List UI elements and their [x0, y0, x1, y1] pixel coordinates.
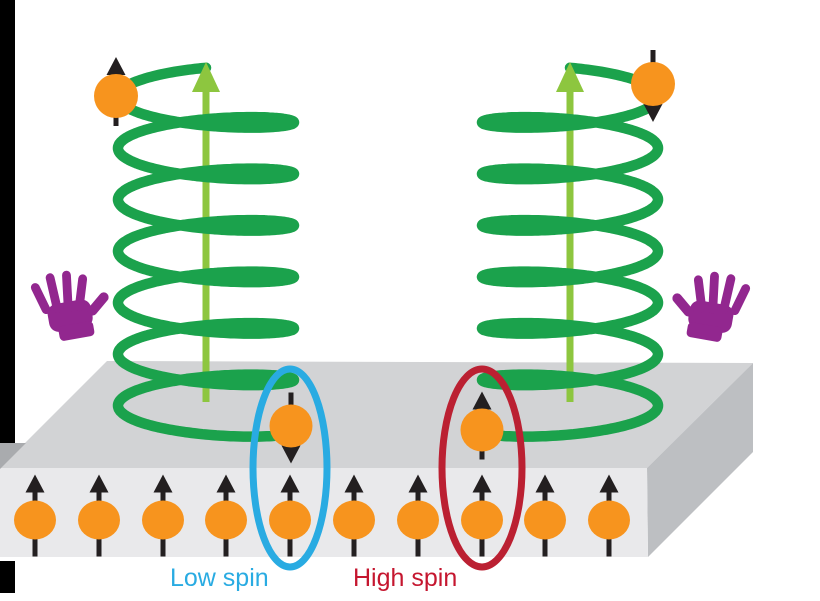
surface-electron-2-spin-up-arrowhead: [153, 474, 173, 493]
surface-electron-8: [524, 474, 566, 557]
left-axis-arrow-head: [192, 62, 220, 92]
right-hand-finger-2: [719, 274, 736, 314]
surface-electron-9: [588, 474, 630, 557]
left-hand-finger-4: [74, 274, 88, 312]
surface-electron-8-spin-up-arrowhead: [535, 474, 555, 493]
slab-top-face: [0, 361, 753, 468]
surface-electron-9-ball: [588, 500, 630, 540]
low-spin-ring: [249, 365, 331, 571]
left-bottom-electron-ball: [269, 404, 313, 448]
surface-electron-0: [14, 474, 56, 557]
surface-electron-5: [333, 474, 375, 557]
surface-electron-3-spin-up-arrowhead: [216, 474, 236, 493]
right-bottom-electron: [460, 391, 504, 460]
highlight-rings: [249, 365, 526, 571]
left-hand-finger-3: [62, 270, 73, 313]
right-hand-finger-3: [708, 271, 719, 314]
surface-electron-2: [142, 474, 184, 557]
surface-electron-9-spin-up-arrowhead: [599, 474, 619, 493]
left-helix: [112, 62, 300, 442]
low-spin-label: Low spin: [170, 564, 269, 592]
left-hand-wrist: [58, 321, 95, 341]
hands: [30, 270, 751, 342]
right-hand-wrist: [686, 322, 723, 342]
surface-electron-6-ball: [397, 500, 439, 540]
surface-electron-4: [269, 474, 311, 557]
surface-electron-7-ball: [461, 500, 503, 540]
right-axis-arrow-head: [556, 62, 584, 92]
surface-electron-3-ball: [205, 500, 247, 540]
surface-electron-row: [14, 474, 630, 557]
surface-electron-0-spin-up-arrowhead: [25, 474, 45, 493]
floating-electrons: [94, 50, 675, 464]
field-arrow-shafts: [202, 90, 574, 402]
frame-bar: [0, 0, 15, 593]
right-top-electron: [631, 50, 675, 122]
right-hand-thumb: [672, 293, 694, 317]
surface-electron-4-ball: [269, 500, 311, 540]
right-bottom-electron-spin-up-arrowhead: [472, 391, 492, 410]
surface-electron-2-ball: [142, 500, 184, 540]
right-hand: [672, 271, 751, 342]
frame-bar-segment-0: [0, 0, 15, 445]
field-arrow-heads: [192, 62, 584, 92]
right-hand-finger-1: [730, 284, 751, 316]
surface-electron-8-ball: [524, 500, 566, 540]
right-top-electron-spin-down-arrowhead: [643, 104, 663, 122]
surface-electron-7-spin-up-arrowhead: [472, 474, 492, 493]
surface-electron-4-spin-up-arrowhead: [280, 474, 300, 493]
right-helix: [476, 62, 664, 442]
high-spin-ring: [438, 365, 526, 571]
left-top-electron-spin-up-arrowhead: [106, 57, 126, 75]
right-hand-finger-4: [693, 275, 707, 313]
surface-electron-6: [397, 474, 439, 557]
surface-electron-1-ball: [78, 500, 120, 540]
slab-right-face: [647, 363, 753, 557]
left-hand-thumb: [87, 292, 109, 316]
surface-electron-3: [205, 474, 247, 557]
left-bottom-electron-spin-down-arrowhead: [281, 445, 301, 464]
surface-electron-7: [461, 474, 503, 557]
right-top-electron-ball: [631, 62, 675, 106]
left-hand-finger-1: [30, 283, 51, 315]
left-hand-finger-2: [45, 273, 62, 313]
right-bottom-electron-ball: [460, 408, 504, 452]
frame-bar-segment-1: [0, 561, 15, 593]
surface-electron-5-ball: [333, 500, 375, 540]
left-top-electron-ball: [94, 74, 138, 118]
labels: Low spin High spin: [170, 564, 457, 592]
high-spin-label: High spin: [353, 564, 457, 592]
surface-electron-1-spin-up-arrowhead: [89, 474, 109, 493]
left-hand: [30, 270, 109, 341]
surface-electron-5-spin-up-arrowhead: [344, 474, 364, 493]
slab-left-face: [0, 443, 26, 469]
left-bottom-electron: [269, 392, 313, 464]
surface-electron-6-spin-up-arrowhead: [408, 474, 428, 493]
surface-electron-1: [78, 474, 120, 557]
surface-electron-0-ball: [14, 500, 56, 540]
helix-coils: [112, 62, 664, 442]
left-top-electron: [94, 57, 138, 126]
